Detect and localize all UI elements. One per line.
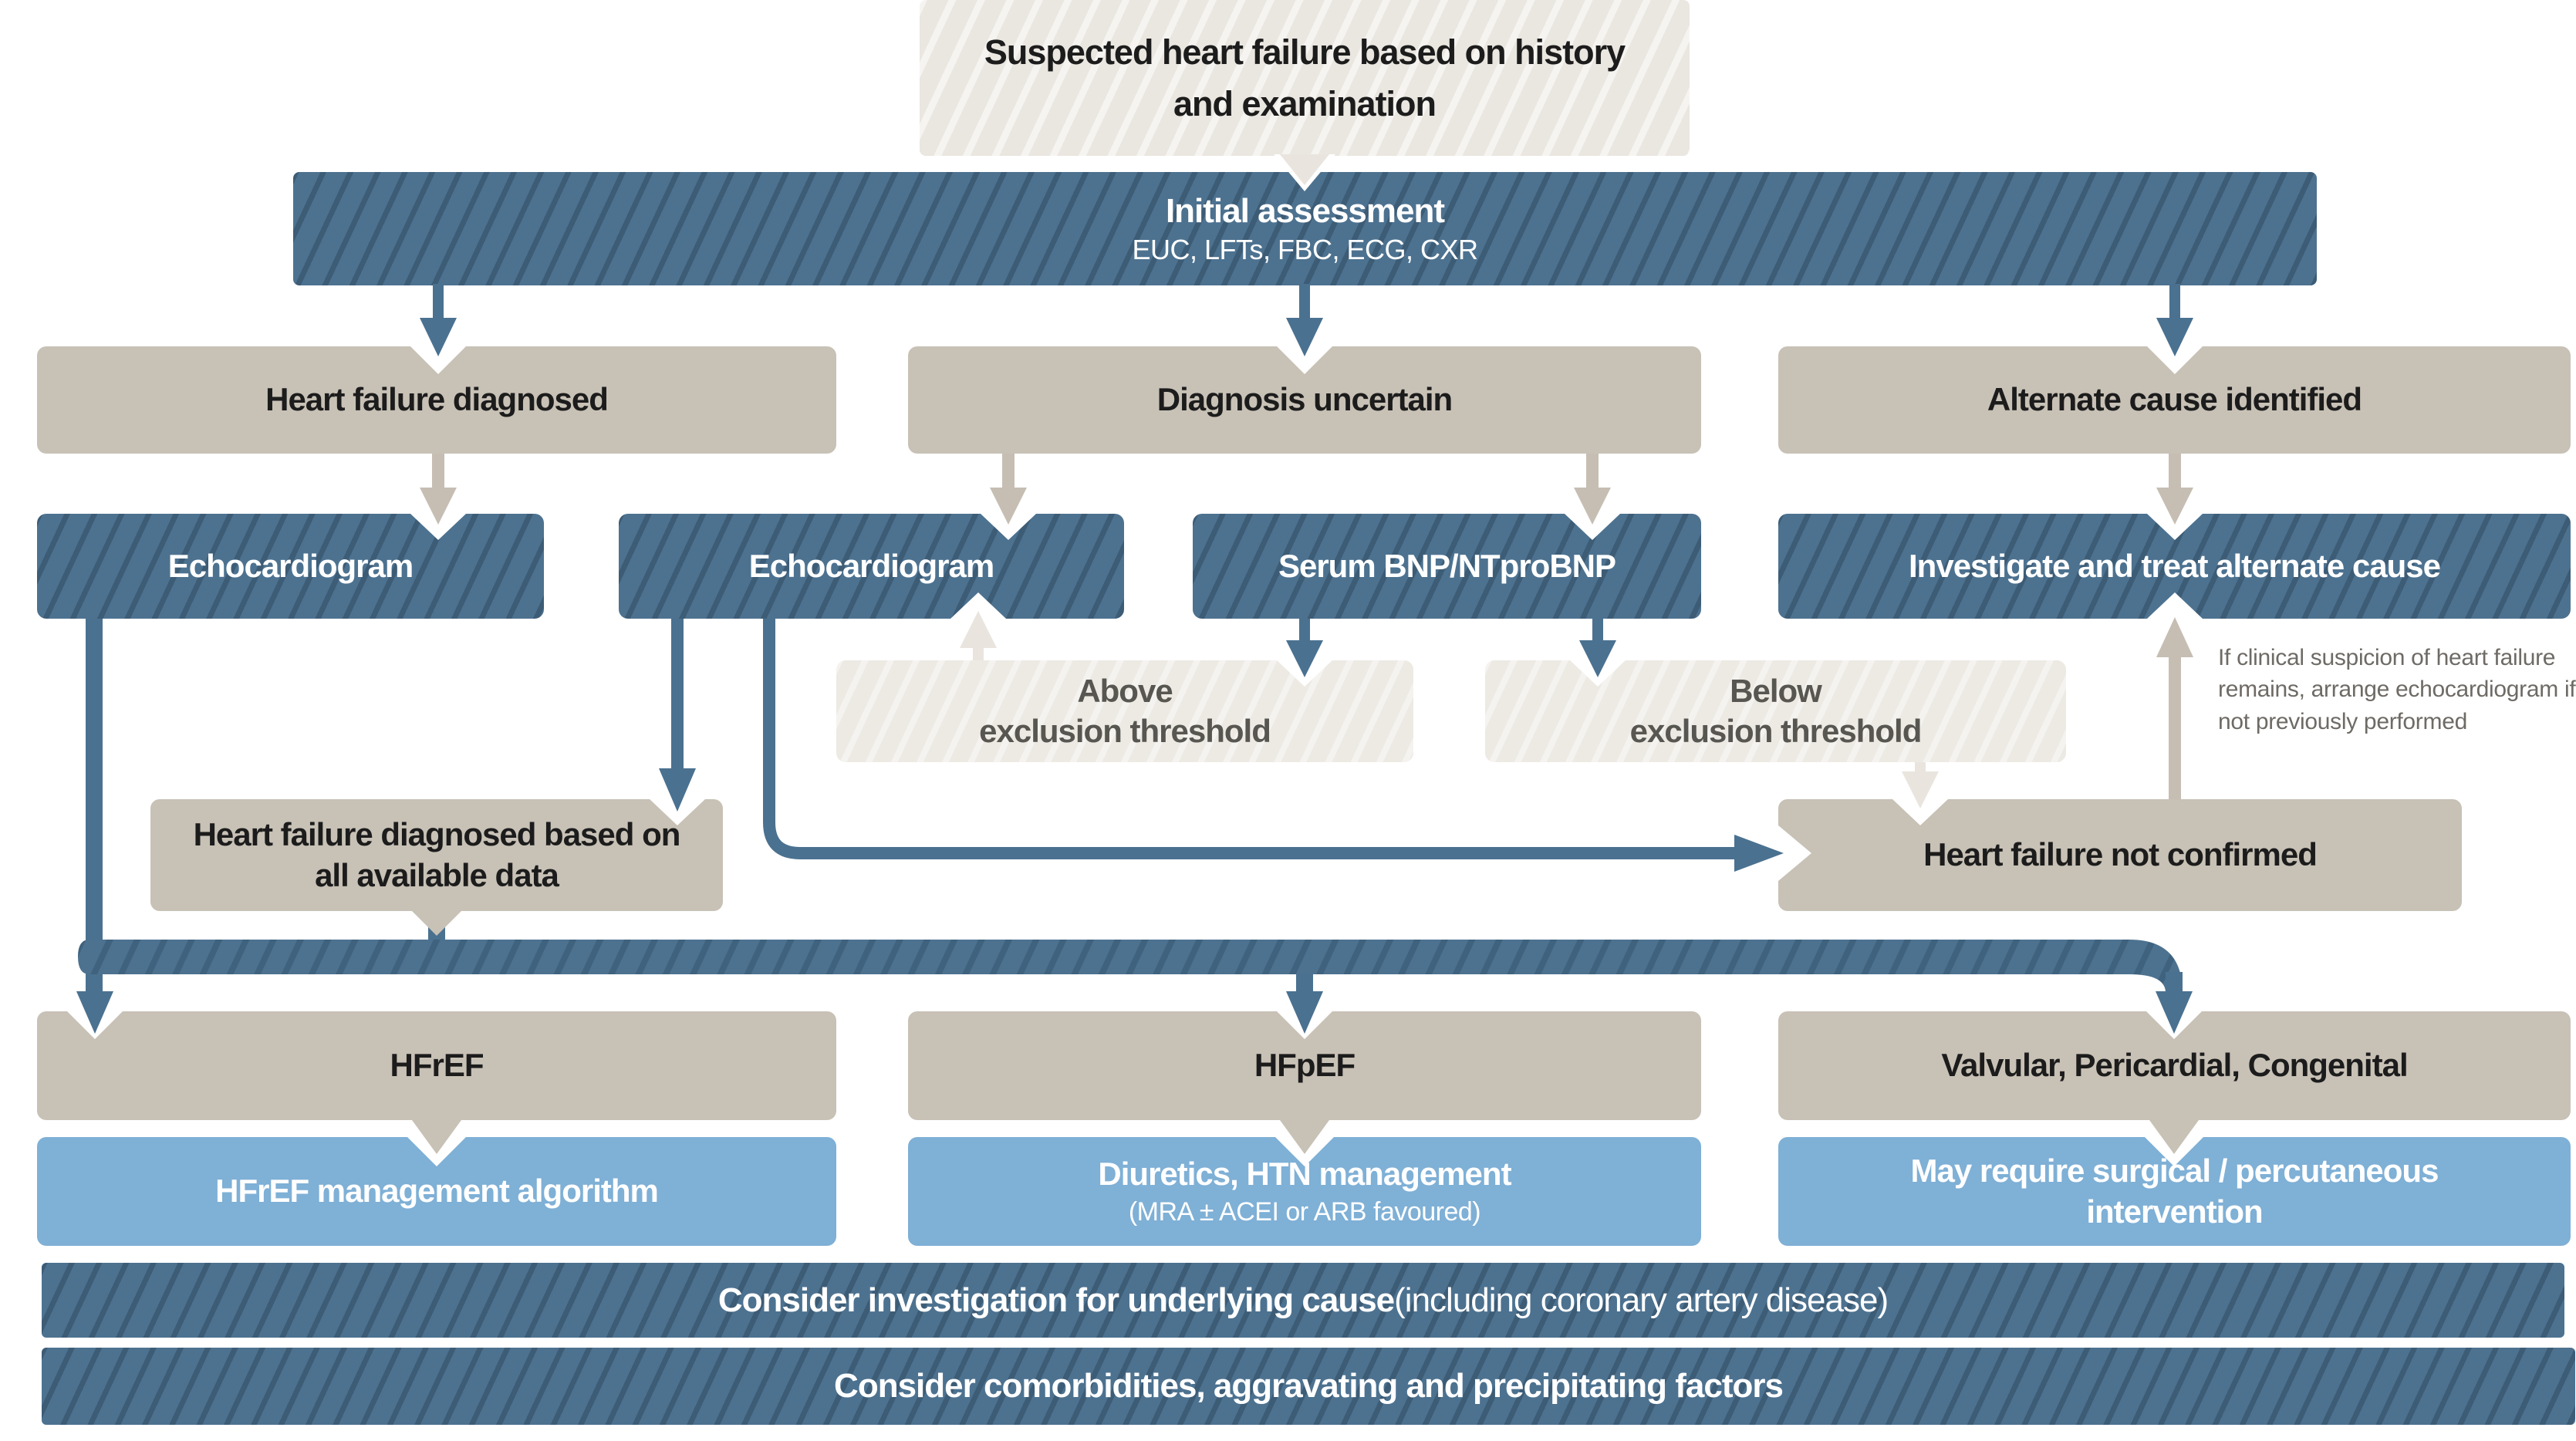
node-investigate-treat-alternate: Investigate and treat alternate cause bbox=[1778, 514, 2571, 619]
node-heart-failure-diagnosed: Heart failure diagnosed bbox=[37, 346, 836, 454]
node-subtitle: (MRA ± ACEI or ARB favoured) bbox=[1128, 1196, 1481, 1227]
node-echocardiogram-1: Echocardiogram bbox=[37, 514, 544, 619]
node-below-exclusion-threshold: Below exclusion threshold bbox=[1485, 660, 2066, 762]
node-label-line2: exclusion threshold bbox=[1629, 713, 1923, 749]
node-hfref: HFrEF bbox=[37, 1011, 836, 1120]
node-label: HFrEF management algorithm bbox=[215, 1173, 659, 1210]
connector-notconfirmed-to-investigate bbox=[2147, 592, 2203, 799]
node-label: Echocardiogram bbox=[748, 547, 994, 584]
node-label: HFrEF bbox=[390, 1047, 484, 1084]
footer-bar-comorbidities: Consider comorbidities, aggravating and … bbox=[42, 1348, 2575, 1425]
node-label: Heart failure diagnosed bbox=[265, 381, 609, 418]
node-valvular-pericardial-congenital: Valvular, Pericardial, Congenital bbox=[1778, 1011, 2571, 1120]
node-label-line2: exclusion threshold bbox=[979, 713, 1271, 749]
node-hfpef: HFpEF bbox=[908, 1011, 1701, 1120]
connector-merge-bar bbox=[78, 940, 2183, 998]
node-label: Valvular, Pericardial, Congenital bbox=[1941, 1047, 2408, 1084]
node-diagnosis-uncertain: Diagnosis uncertain bbox=[908, 346, 1701, 454]
node-subtitle: EUC, LFTs, FBC, ECG, CXR bbox=[1132, 233, 1478, 265]
node-valvular-management: May require surgical / percutaneous inte… bbox=[1778, 1137, 2571, 1246]
node-label: Heart failure diagnosed based on all ava… bbox=[193, 816, 681, 893]
node-label: Heart failure not confirmed bbox=[1923, 836, 2318, 873]
node-label: Alternate cause identified bbox=[1987, 381, 2362, 418]
footer-regular-text: (including coronary artery disease) bbox=[1394, 1281, 1889, 1319]
note-clinical-suspicion: If clinical suspicion of heart failure r… bbox=[2218, 645, 2576, 734]
node-title: Initial assessment bbox=[1165, 191, 1445, 230]
node-label: Serum BNP/NTproBNP bbox=[1278, 547, 1616, 584]
footer-bold-text: Consider investigation for underlying ca… bbox=[717, 1281, 1395, 1319]
node-label: Suspected heart failure based on history… bbox=[984, 32, 1626, 124]
node-hf-diagnosed-all-data: Heart failure diagnosed based on all ava… bbox=[150, 799, 723, 911]
node-initial-assessment: Initial assessment EUC, LFTs, FBC, ECG, … bbox=[293, 172, 2317, 285]
node-alternate-cause-identified: Alternate cause identified bbox=[1778, 346, 2571, 454]
node-label: May require surgical / percutaneous inte… bbox=[1910, 1152, 2439, 1230]
node-label-line1: Below bbox=[1730, 672, 1822, 709]
node-label-line1: Above bbox=[1077, 672, 1173, 709]
node-label: Echocardiogram bbox=[167, 547, 414, 584]
node-echocardiogram-2: Echocardiogram bbox=[619, 514, 1124, 619]
node-title: Diuretics, HTN management bbox=[1098, 1156, 1511, 1193]
node-hfref-management: HFrEF management algorithm bbox=[37, 1137, 836, 1246]
footer-bar-underlying-cause: Consider investigation for underlying ca… bbox=[42, 1263, 2564, 1338]
node-above-exclusion-threshold: Above exclusion threshold bbox=[836, 660, 1413, 762]
node-hfpef-management: Diuretics, HTN management (MRA ± ACEI or… bbox=[908, 1137, 1701, 1246]
connector-echo-to-alldata bbox=[650, 619, 705, 825]
node-label: Investigate and treat alternate cause bbox=[1909, 547, 2441, 584]
node-label: Diagnosis uncertain bbox=[1156, 381, 1453, 418]
node-hf-not-confirmed: Heart failure not confirmed bbox=[1778, 799, 2462, 911]
node-label: HFpEF bbox=[1254, 1047, 1356, 1084]
node-suspected-heart-failure: Suspected heart failure based on history… bbox=[920, 0, 1690, 156]
node-serum-bnp: Serum BNP/NTproBNP bbox=[1193, 514, 1701, 619]
